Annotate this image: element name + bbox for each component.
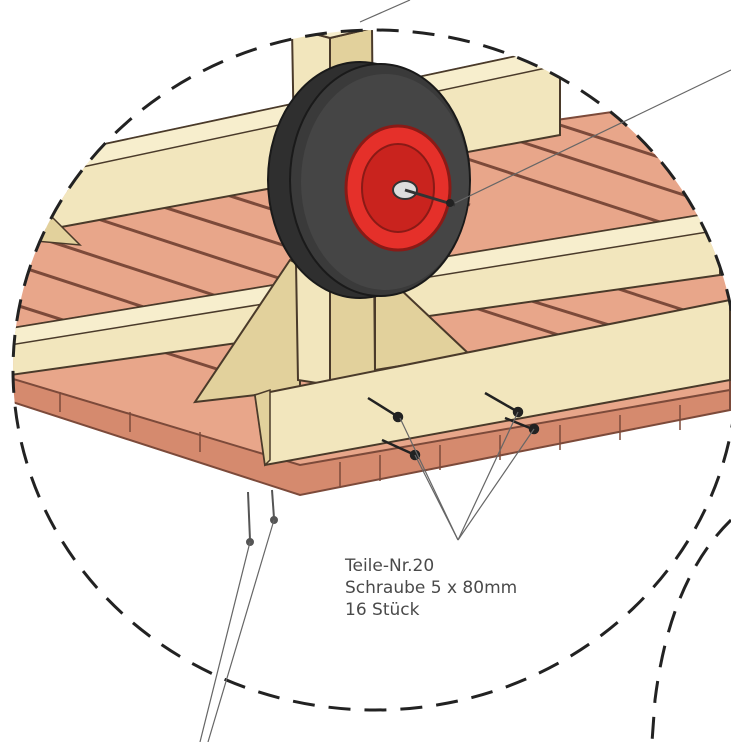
deck-edge-joints — [59, 392, 681, 488]
adjacent-detail-circle — [650, 518, 731, 742]
screw-icon — [246, 489, 278, 546]
part-quantity-label: 16 Stück — [345, 600, 420, 620]
leader-lines — [199, 0, 731, 742]
deck-front-edge — [13, 373, 731, 497]
front-beam-end — [254, 388, 271, 467]
part-callout: Teile-Nr.20 Schraube 5 x 80mm 16 Stück — [345, 555, 517, 621]
detail-circle — [11, 28, 731, 712]
clipped-scene — [13, 30, 731, 546]
wheel-icon — [267, 61, 471, 299]
part-number-label: Teile-Nr.20 — [345, 556, 435, 576]
part-name-label: Schraube 5 x 80mm — [345, 578, 518, 598]
